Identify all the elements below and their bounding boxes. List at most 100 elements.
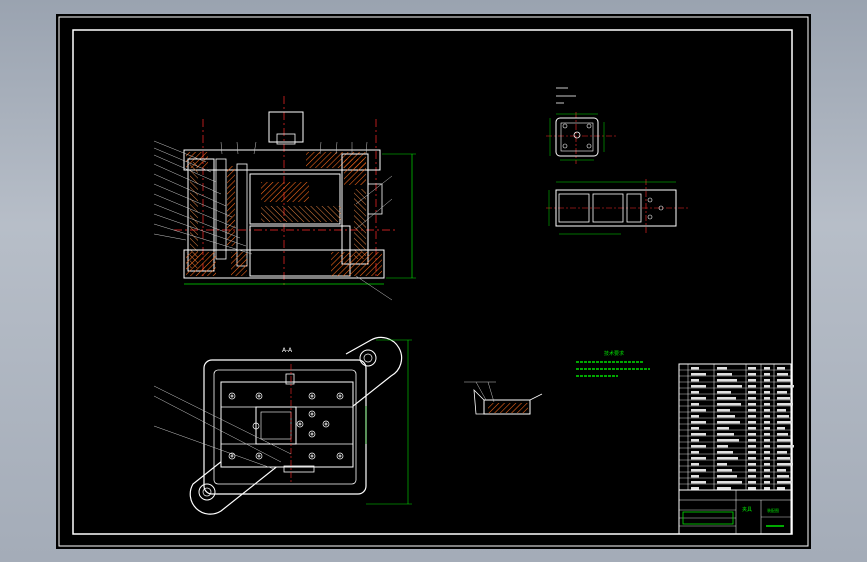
arm-pivot-top: [359, 349, 377, 367]
bom-text-mark: [748, 367, 756, 370]
bom-text-mark: [777, 421, 792, 424]
bom-text-mark: [717, 469, 732, 472]
bom-text-mark: [777, 403, 793, 406]
cad-drawing-canvas[interactable]: A-A: [56, 14, 811, 549]
bom-text-mark: [764, 415, 770, 418]
bom-text-mark: [717, 481, 742, 484]
bom-text-mark: [717, 415, 735, 418]
detail-line: [529, 393, 543, 401]
bom-text-mark: [777, 427, 785, 430]
part-note-lines: [556, 87, 576, 104]
top-view-title: A-A: [282, 347, 293, 354]
bom-text-mark: [691, 397, 706, 400]
detail-hatch: [488, 403, 528, 413]
bom-text-mark: [748, 481, 756, 484]
bom-text-mark: [764, 427, 770, 430]
title-block-cell-highlight: [682, 511, 734, 525]
bom-text-mark: [717, 463, 727, 466]
bom-text-mark: [691, 415, 699, 418]
bom-text-mark: [777, 487, 785, 490]
bom-text-mark: [691, 439, 699, 442]
bom-text-mark: [717, 427, 729, 430]
detail-wedge: [473, 388, 485, 415]
right-pin: [367, 183, 383, 215]
title-block-name: 夹具: [742, 506, 752, 513]
bom-text-mark: [748, 379, 756, 382]
bom-text-mark: [777, 373, 788, 376]
bom-text-mark: [748, 475, 756, 478]
leader-lines-left: [153, 140, 253, 255]
bom-text-mark: [764, 463, 770, 466]
title-block-frame: [678, 489, 792, 535]
bom-text-mark: [748, 463, 756, 466]
main-section-view[interactable]: [153, 96, 416, 301]
locating-pin-bottom: [283, 465, 315, 473]
bom-text-mark: [691, 469, 706, 472]
bom-text-mark: [764, 439, 770, 442]
bom-text-mark: [717, 475, 737, 478]
part-front-pocket: [592, 193, 624, 223]
bom-text-mark: [748, 409, 756, 412]
bom-text-mark: [691, 409, 706, 412]
bom-text-mark: [777, 469, 786, 472]
bom-text-mark: [691, 481, 706, 484]
bom-text-mark: [717, 397, 736, 400]
bom-text-mark: [717, 391, 731, 394]
part-front-view[interactable]: [546, 179, 688, 235]
leader-lines-top: [220, 141, 368, 155]
part-hole: [562, 123, 568, 129]
bom-text-mark: [748, 445, 756, 448]
diagonal-arm: [189, 336, 403, 515]
bom-text-mark: [691, 445, 706, 448]
part-top-view[interactable]: [546, 87, 616, 164]
leader-lines-right: [355, 175, 393, 301]
bom-text-mark: [748, 415, 756, 418]
bom-text-mark: [691, 403, 699, 406]
bom-text-mark: [717, 439, 739, 442]
bom-text-mark: [748, 385, 756, 388]
bom-text-mark: [748, 451, 756, 454]
bom-text-mark: [777, 481, 792, 484]
arm-pivot-top-inner: [363, 353, 373, 363]
bom-text-mark: [691, 385, 706, 388]
bom-text-mark: [764, 451, 770, 454]
bom-text-mark: [748, 403, 756, 406]
bom-text-mark: [691, 433, 706, 436]
bom-text-mark: [764, 457, 770, 460]
clamp-plate: [220, 381, 354, 468]
bom-text-marks: [691, 367, 794, 490]
leader-lines-plan: [153, 385, 292, 470]
bom-text-mark: [777, 463, 793, 466]
part-front-pocket: [626, 193, 642, 223]
base-hatch-left: [186, 252, 216, 276]
left-rod-hatch: [227, 166, 235, 246]
bom-text-mark: [691, 373, 706, 376]
bom-text-mark: [717, 385, 742, 388]
title-block-drawing: 装配图: [767, 507, 779, 513]
bom-text-mark: [777, 457, 790, 460]
bom-text-mark: [777, 451, 787, 454]
workpiece-window: [255, 406, 297, 445]
detail-view[interactable]: [464, 381, 543, 415]
bom-text-mark: [691, 475, 699, 478]
bom-text-mark: [748, 439, 756, 442]
workpiece-hatch-2: [261, 206, 341, 222]
bom-text-mark: [691, 457, 706, 460]
detail-leaders: [464, 381, 496, 403]
arm-pivot-bottom: [198, 483, 216, 501]
bom-text-mark: [764, 385, 770, 388]
bom-text-mark: [777, 439, 791, 442]
bom-text-mark: [691, 487, 699, 490]
bom-text-mark: [764, 373, 770, 376]
bom-text-mark: [748, 421, 756, 424]
inner-border: [72, 29, 793, 535]
part-front-hole: [647, 214, 653, 220]
drawing-viewport[interactable]: A-A: [56, 14, 811, 549]
workpiece-hatch: [261, 182, 309, 202]
bom-text-mark: [717, 403, 741, 406]
top-view[interactable]: A-A: [153, 336, 412, 515]
title-block[interactable]: 夹具 装配图: [678, 363, 794, 535]
bom-text-mark: [748, 391, 756, 394]
part-hole: [586, 143, 592, 149]
technical-notes: 技术要求: [576, 350, 650, 377]
